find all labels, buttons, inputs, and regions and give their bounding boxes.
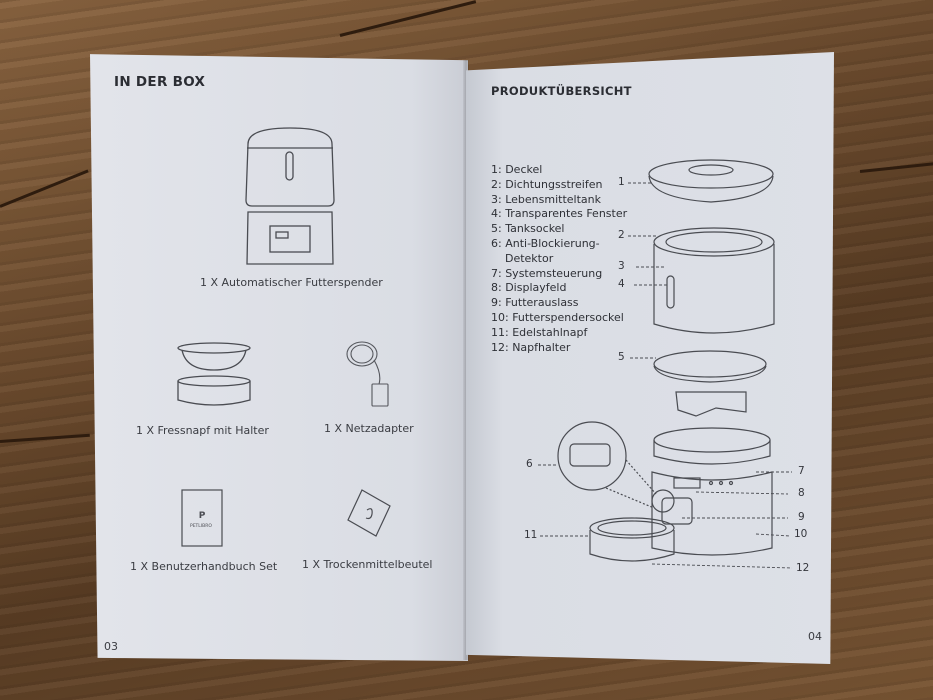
item-label-manual: 1 X Benutzerhandbuch Set (130, 560, 278, 573)
part-item: Detektor (491, 251, 554, 265)
feeder-icon (245, 127, 335, 265)
part-item: 9: Futterauslass (491, 296, 579, 310)
part-item: 5: Tanksockel (491, 222, 565, 236)
bowl-icon (177, 342, 251, 406)
callout-7: 7 (798, 465, 805, 477)
callout-1: 1 (618, 176, 625, 188)
part-item: 10: Futterspendersockel (491, 310, 624, 324)
left-page: IN DER BOX 1 X Automatischer Futterspend… (90, 54, 468, 661)
adapter-icon (346, 341, 389, 407)
desiccant-icon (347, 489, 391, 537)
page-heading: IN DER BOX (114, 74, 206, 90)
item-label-desiccant: 1 X Trockenmittelbeutel (302, 558, 433, 571)
part-item: 7: Systemsteuerung (491, 266, 603, 280)
item-label-feeder: 1 X Automatischer Futterspender (200, 276, 383, 289)
part-item: 8: Displayfeld (491, 281, 567, 295)
manual-icon: P (181, 489, 223, 547)
part-item: 6: Anti-Blockierung- (491, 236, 600, 250)
callout-9: 9 (798, 511, 805, 523)
svg-text:P: P (199, 511, 206, 521)
page-number-left: 03 (104, 640, 118, 653)
callout-11: 11 (524, 529, 538, 541)
callout-6: 6 (526, 458, 533, 470)
exploded-view-diagram (538, 159, 793, 569)
part-item: 2: Dichtungsstreifen (491, 177, 603, 191)
callout-12: 12 (796, 562, 810, 574)
part-item: 12: Napfhalter (491, 340, 571, 354)
part-item: 3: Lebensmitteltank (491, 192, 601, 206)
part-item: 11: Edelstahlnapf (491, 325, 588, 339)
item-label-adapter: 1 X Netzadapter (324, 422, 414, 435)
right-page: PRODUKTÜBERSICHT 1: Deckel 2: Dichtungss… (466, 52, 834, 664)
page-heading: PRODUKTÜBERSICHT (491, 84, 632, 98)
callout-2: 2 (618, 229, 625, 241)
callout-8: 8 (798, 487, 805, 499)
parts-list: 1: Deckel 2: Dichtungsstreifen 3: Lebens… (491, 163, 627, 355)
callout-10: 10 (794, 528, 808, 540)
page-number-right: 04 (808, 630, 822, 643)
callout-3: 3 (618, 260, 625, 272)
item-label-bowl: 1 X Fressnapf mit Halter (136, 424, 269, 437)
callout-4: 4 (618, 278, 625, 290)
part-item: 1: Deckel (491, 163, 543, 176)
part-item: 4: Transparentes Fenster (491, 207, 628, 221)
callout-5: 5 (618, 351, 625, 363)
manual-logo-text: PETLIBRO (190, 524, 212, 529)
